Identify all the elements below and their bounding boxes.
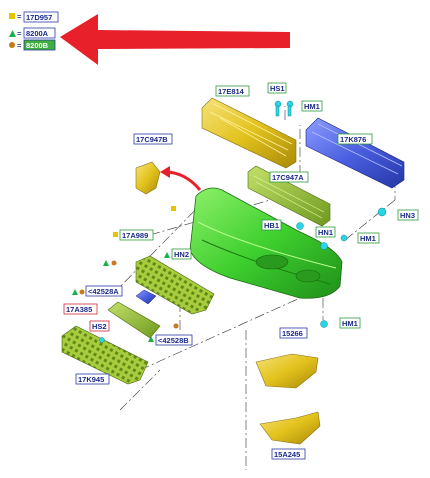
label-42528A: <42528A xyxy=(85,285,123,297)
svg-text:HN2: HN2 xyxy=(174,250,189,259)
label-17K876: 17K876 xyxy=(337,133,373,145)
svg-text:HM1: HM1 xyxy=(304,102,320,111)
fastener-icon xyxy=(287,105,292,117)
bracket-left xyxy=(135,161,161,195)
svg-text:17C947A: 17C947A xyxy=(272,173,304,182)
svg-text:HS2: HS2 xyxy=(92,322,107,331)
svg-text:HN1: HN1 xyxy=(318,228,333,237)
red-small-arrow-icon xyxy=(160,166,202,191)
label-HN3: HN3 xyxy=(397,209,419,221)
label-HM1-right: HM1 xyxy=(357,232,380,244)
svg-text:17E814: 17E814 xyxy=(218,87,245,96)
triangle-icon xyxy=(103,260,109,266)
label-17E814: 17E814 xyxy=(215,85,250,97)
legend-code-1: 17D957 xyxy=(26,13,52,22)
legend: = 17D957 = 8200A = 8200B xyxy=(9,11,59,51)
svg-text:17K945: 17K945 xyxy=(78,375,104,384)
bumper-cover xyxy=(189,187,343,299)
bumper-reinforcement xyxy=(305,117,405,189)
grille-lower xyxy=(61,325,149,385)
legend-eq-1: = xyxy=(17,12,22,21)
triangle-icon xyxy=(148,336,154,342)
svg-text:<42528A: <42528A xyxy=(88,287,119,296)
legend-eq-3: = xyxy=(17,41,22,50)
energy-absorber-upper xyxy=(201,97,297,169)
circle-icon xyxy=(111,260,117,266)
svg-text:17A989: 17A989 xyxy=(122,231,148,240)
red-arrow-icon xyxy=(60,14,290,65)
svg-text:HN3: HN3 xyxy=(400,211,415,220)
fastener-icon xyxy=(275,105,280,117)
triangle-icon xyxy=(72,289,78,295)
svg-text:17K876: 17K876 xyxy=(340,135,366,144)
legend-box-1 xyxy=(23,11,59,23)
svg-text:<42528B: <42528B xyxy=(158,336,189,345)
label-HB1: HB1 xyxy=(261,219,282,231)
label-HS2: HS2 xyxy=(89,320,110,332)
legend-code-3: 8200B xyxy=(26,41,49,50)
label-HM1-top: HM1 xyxy=(301,100,323,112)
svg-text:HB1: HB1 xyxy=(264,221,279,230)
label-HN1: HN1 xyxy=(315,226,336,238)
fastener-icon xyxy=(296,222,304,230)
legend-code-2: 8200A xyxy=(26,29,49,38)
svg-text:17A385: 17A385 xyxy=(66,305,92,314)
svg-text:HM1: HM1 xyxy=(342,319,358,328)
label-42528B: <42528B xyxy=(155,334,193,346)
label-17A989: 17A989 xyxy=(119,229,154,241)
label-17K945: 17K945 xyxy=(75,373,110,385)
fastener-icon xyxy=(99,337,105,343)
legend-box-3 xyxy=(23,39,56,51)
svg-text:17C947B: 17C947B xyxy=(136,135,168,144)
square-icon xyxy=(9,13,15,19)
fastener-icon xyxy=(340,234,348,242)
label-17C947A: 17C947A xyxy=(269,171,309,183)
energy-absorber-lower xyxy=(247,165,331,227)
bezel-17a385 xyxy=(107,301,161,339)
label-17A385: 17A385 xyxy=(63,303,98,315)
legend-eq-2: = xyxy=(17,29,22,38)
svg-text:15266: 15266 xyxy=(282,329,303,338)
fasteners xyxy=(99,100,387,343)
clip-42528a xyxy=(135,289,157,305)
label-15A245: 15A245 xyxy=(271,448,306,460)
fastener-icon xyxy=(377,207,387,217)
label-15266: 15266 xyxy=(279,327,308,339)
square-icon xyxy=(171,206,176,211)
triangle-icon xyxy=(9,30,16,37)
fastener-icon xyxy=(320,242,328,250)
part-15a245 xyxy=(259,411,321,445)
circle-icon xyxy=(9,42,15,48)
svg-text:HS1: HS1 xyxy=(270,84,285,93)
svg-text:15A245: 15A245 xyxy=(274,450,300,459)
triangle-icon xyxy=(164,252,170,258)
circle-icon xyxy=(79,289,85,295)
square-icon xyxy=(113,232,118,237)
label-HN2: HN2 xyxy=(171,248,192,260)
legend-box-2 xyxy=(23,27,56,39)
fastener-icon xyxy=(320,320,328,328)
label-17C947B: 17C947B xyxy=(133,133,173,145)
part-15266 xyxy=(255,353,319,389)
label-HM1-bottom: HM1 xyxy=(339,317,361,329)
grille-upper xyxy=(135,255,215,315)
svg-text:HM1: HM1 xyxy=(360,234,376,243)
label-HS1: HS1 xyxy=(267,82,287,94)
circle-icon xyxy=(173,323,179,329)
